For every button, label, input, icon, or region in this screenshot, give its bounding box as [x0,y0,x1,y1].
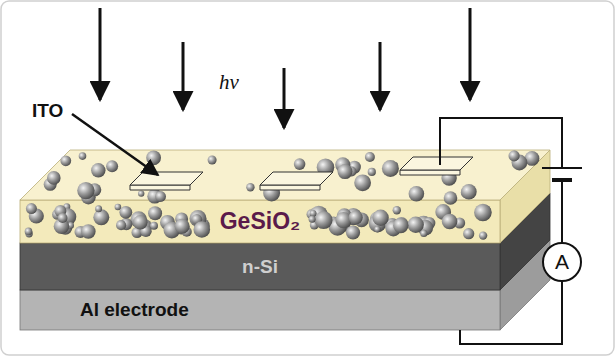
gesio2-top [20,150,550,200]
layer-label: n-Si [242,256,278,278]
nanoparticle [393,218,408,233]
nanoparticle [479,231,487,239]
nanoparticle [309,216,316,223]
nanoparticle [338,164,353,179]
battery-long-plate [542,167,582,169]
gesio2-layer: GeSiO₂ [20,200,500,243]
wire [460,282,562,344]
nanoparticle [116,220,126,230]
nanoparticle [372,210,388,226]
nanoparticle [365,152,375,162]
nanoparticle [155,191,166,202]
wire [440,118,562,168]
layer-label: Al electrode [80,299,189,321]
nanoparticle [95,205,102,212]
nanoparticle [444,191,458,205]
photon-label: hν [219,70,239,95]
nanoparticle [146,150,161,165]
ammeter: A [542,242,582,282]
nanoparticle [138,190,144,196]
nanoparticle [408,217,424,233]
nanoparticle [208,156,217,165]
nanoparticle [26,203,37,214]
n-si-layer: n-Si [20,243,500,290]
nanoparticle [474,204,492,222]
nanoparticle [25,228,33,236]
nanoparticle [409,186,425,202]
nanoparticle [461,184,477,200]
nanoparticle [374,226,380,232]
ito-label: ITO [32,100,63,122]
nanoparticle [354,174,371,191]
ito-leader [72,114,158,175]
nanoparticle [58,213,68,223]
nanoparticle [349,210,363,224]
nsi-front [20,243,500,290]
nanoparticle [106,160,118,172]
light-arrows [100,8,470,128]
gesio2-front [20,200,500,243]
nanoparticle [346,225,360,239]
nanoparticle [133,215,148,230]
nanoparticle [60,155,71,166]
nanoparticle [442,214,458,230]
nanoparticle [315,211,333,229]
ito-pads [130,157,473,190]
nanoparticle [368,168,376,176]
nanoparticle [47,171,61,185]
nanoparticle [175,219,190,234]
nanoparticle [393,206,401,214]
nanoparticle [150,222,158,230]
nanoparticle [194,221,211,238]
nanoparticle [81,224,96,239]
nanoparticle [93,209,109,225]
nanoparticle [420,230,427,237]
nanoparticle [246,183,254,191]
nanoparticle [148,206,162,220]
nanoparticles [25,150,540,240]
nanoparticle [91,163,105,177]
layer-label: GeSiO₂ [220,208,301,235]
al-electrode-layer: Al electrode [20,290,500,330]
nanoparticle [294,158,306,170]
wire [561,180,563,242]
nanoparticle [508,150,519,161]
nanoparticle [79,152,87,160]
nanoparticle [463,228,474,239]
layer-label: A [555,250,569,274]
nanoparticle [382,160,399,177]
al-front [20,290,500,330]
nanoparticle [77,182,94,199]
nanoparticle [119,206,132,219]
